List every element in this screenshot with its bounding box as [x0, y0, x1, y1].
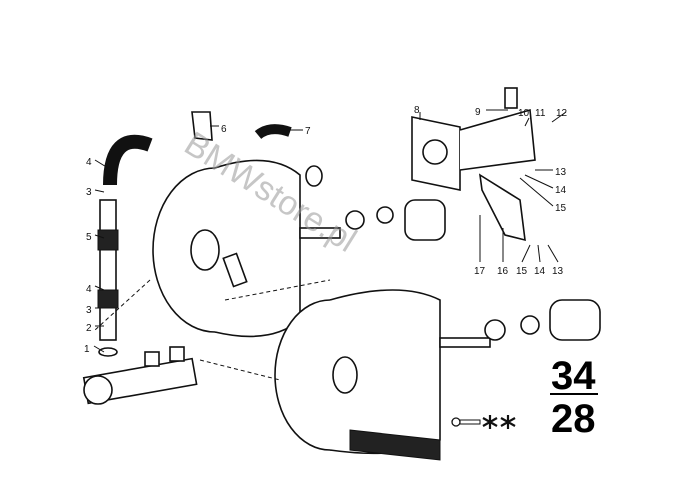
callout-label: 14: [534, 266, 546, 277]
callout-label: 11: [535, 108, 546, 119]
lower-brake-booster: [274, 289, 491, 461]
callout-label: 1: [84, 344, 90, 355]
callout-label: 16: [497, 266, 509, 277]
valve-parts-upper: [345, 199, 446, 241]
callout-label: 8: [414, 105, 420, 116]
callout-label: 13: [555, 167, 567, 178]
callout-label: 3: [86, 187, 92, 198]
upper-brake-booster: [152, 159, 341, 338]
master-cylinder: [82, 346, 198, 405]
callout-label: 4: [86, 284, 92, 295]
callout-label: 13: [552, 266, 564, 277]
callout-label: 15: [555, 203, 567, 214]
elbow-hose: [254, 124, 292, 140]
vacuum-hose: [97, 134, 153, 357]
grommet: [305, 165, 323, 187]
callout-label: 10: [518, 108, 530, 119]
leader-lines: [93, 109, 567, 353]
callout-label: 3: [86, 305, 92, 316]
star-icon: [482, 415, 498, 429]
callout-label: 9: [475, 107, 481, 118]
valve-parts-lower: [484, 299, 601, 341]
callout-label: 5: [86, 232, 92, 243]
pedal-bracket: [411, 87, 536, 242]
callout-label: 6: [221, 124, 227, 135]
star-icon: [500, 415, 516, 429]
clip-part: [191, 111, 213, 141]
group-number-bottom: 28: [551, 397, 596, 441]
callout-label: 15: [516, 266, 528, 277]
callout-label: 7: [305, 126, 311, 137]
callout-label: 12: [556, 108, 568, 119]
callout-label: 4: [86, 157, 92, 168]
group-number-top: 34: [551, 354, 596, 398]
callout-label: 14: [555, 185, 567, 196]
key-icon: [451, 417, 481, 427]
assembly-lines: [94, 279, 331, 381]
callout-label: 2: [86, 323, 92, 334]
callout-label: 17: [474, 266, 486, 277]
